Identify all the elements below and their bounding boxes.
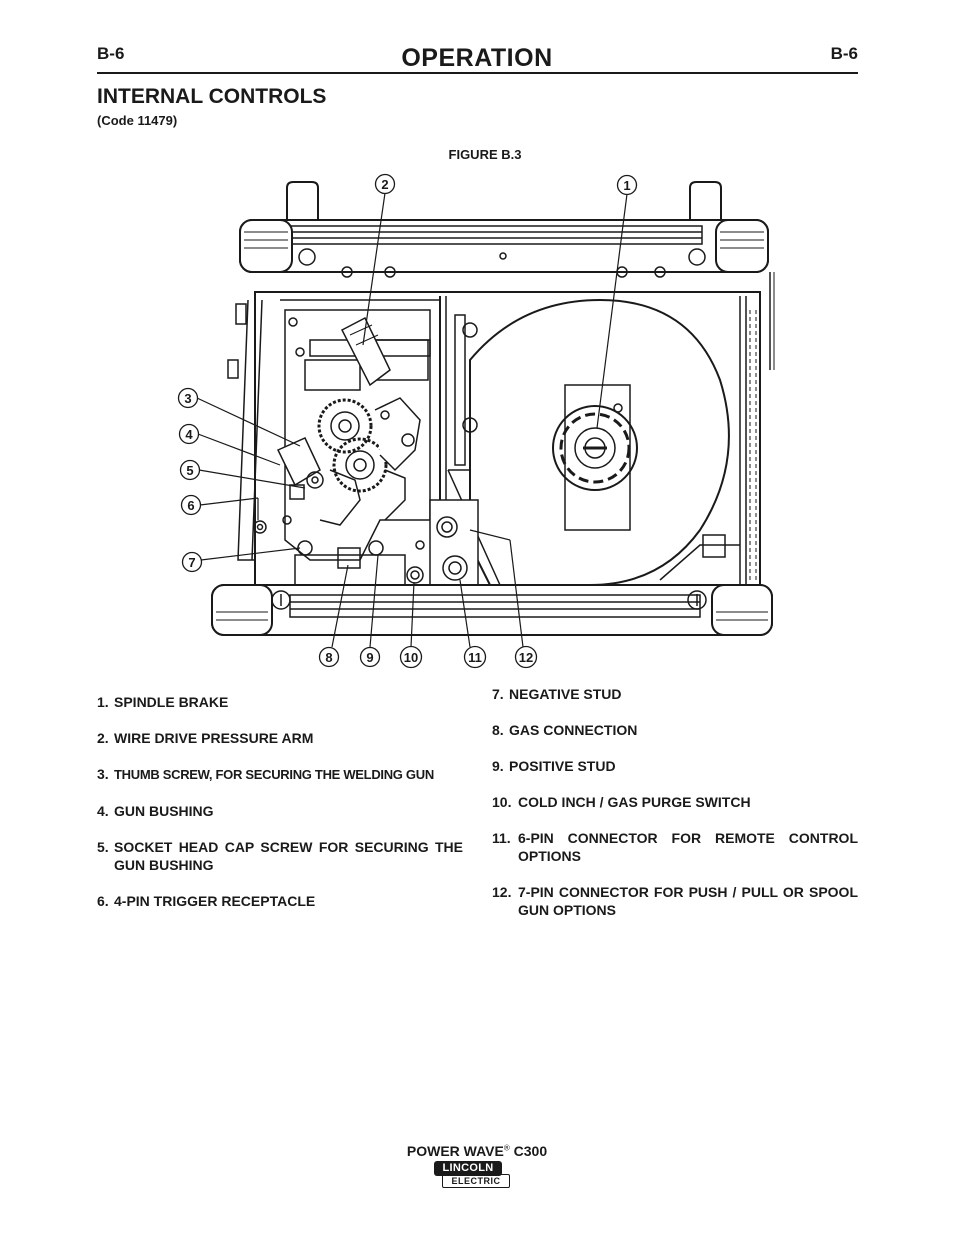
callout-4: 4 — [185, 427, 193, 442]
figure-caption: FIGURE B.3 — [448, 147, 522, 162]
subheading: INTERNAL CONTROLS — [97, 85, 327, 108]
logo-bottom-text: ELECTRIC — [442, 1174, 510, 1188]
list-item: 2.WIRE DRIVE PRESSURE ARM — [97, 730, 314, 746]
callout-10: 10 — [404, 650, 418, 665]
list-item: 9.POSITIVE STUD — [492, 758, 616, 774]
callout-12: 12 — [519, 650, 533, 665]
callout-2: 2 — [381, 177, 388, 192]
callout-7: 7 — [188, 555, 195, 570]
list-item: 3.THUMB SCREW, FOR SECURING THE WELDING … — [97, 766, 434, 782]
component-list-left: 1.SPINDLE BRAKE 2.WIRE DRIVE PRESSURE AR… — [97, 693, 463, 928]
page-code-left: B-6 — [97, 44, 125, 63]
list-item: 7.NEGATIVE STUD — [492, 686, 622, 702]
callout-8: 8 — [325, 650, 332, 665]
logo-top-text: LINCOLN — [434, 1161, 502, 1176]
code-note: (Code 11479) — [97, 113, 178, 128]
list-item: 1.SPINDLE BRAKE — [97, 694, 229, 710]
callout-1: 1 — [623, 178, 630, 193]
list-item: 11.6-PIN CONNECTOR FOR REMOTE CONTROL OP… — [492, 830, 858, 864]
footer-model: POWER WAVE® C300 — [406, 1143, 548, 1159]
list-item: 4.GUN BUSHING — [97, 803, 214, 819]
lincoln-electric-logo: ELECTRIC LINCOLN — [434, 1161, 510, 1188]
callout-5: 5 — [186, 463, 193, 478]
list-item: 6.4-PIN TRIGGER RECEPTACLE — [97, 893, 316, 909]
section-title: OPERATION — [401, 44, 553, 72]
list-item: 12.7-PIN CONNECTOR FOR PUSH / PULL OR SP… — [492, 884, 858, 918]
callout-3: 3 — [184, 391, 191, 406]
internal-controls-diagram: 1 2 3 4 5 6 7 8 9 10 11 12 — [177, 173, 775, 669]
list-item: 10.COLD INCH / GAS PURGE SWITCH — [492, 794, 751, 810]
callout-9: 9 — [366, 650, 373, 665]
header-rule — [97, 72, 858, 74]
callout-11: 11 — [468, 650, 482, 665]
list-item: 8.GAS CONNECTION — [492, 722, 638, 738]
callout-6: 6 — [187, 498, 194, 513]
component-list-right: 7.NEGATIVE STUD 8.GAS CONNECTION 9.POSIT… — [492, 685, 858, 937]
list-item: 5.SOCKET HEAD CAP SCREW FOR SECURING THE… — [97, 839, 463, 873]
page-code-right: B-6 — [830, 44, 858, 63]
